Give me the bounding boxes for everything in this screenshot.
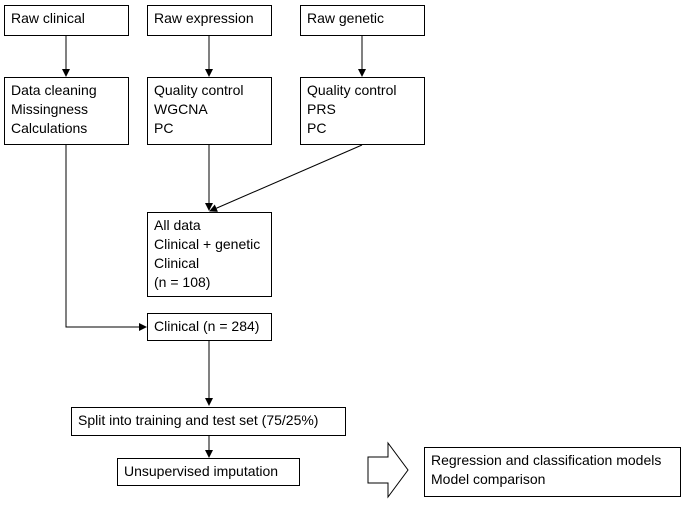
calculations-label: Calculations [11, 120, 88, 136]
wgcna-label: WGCNA [154, 101, 208, 117]
clinical-only-box: Clinical (n = 284) [147, 313, 272, 341]
missingness-label: Missingness [11, 101, 89, 117]
models-label: Regression and classification models [431, 452, 662, 468]
expression-pc-label: PC [154, 120, 174, 136]
raw-genetic-label: Raw genetic [307, 10, 385, 26]
raw-genetic-box: Raw genetic [300, 5, 425, 36]
block-arrow-to-models [367, 441, 409, 499]
raw-expression-label: Raw expression [154, 10, 254, 26]
imputation-label: Unsupervised imputation [124, 463, 279, 479]
models-box: Regression and classification models Mod… [424, 447, 681, 497]
expression-qc-label: Quality control [154, 82, 244, 98]
raw-clinical-box: Raw clinical [4, 5, 129, 36]
data-cleaning-label: Data cleaning [11, 82, 97, 98]
sample-count-label: (n = 108) [154, 274, 211, 290]
arrow-cleaning-to-clinical-only [65, 145, 147, 331]
prs-label: PRS [307, 101, 336, 117]
genetic-qc-label: Quality control [307, 82, 397, 98]
clinical-processing-box: Data cleaning Missingness Calculations [4, 77, 129, 145]
genetic-processing-box: Quality control PRS PC [300, 77, 425, 145]
clinical-label: Clinical [154, 255, 200, 271]
clinical-genetic-label: Clinical + genetic [154, 236, 261, 252]
imputation-box: Unsupervised imputation [117, 458, 300, 486]
genetic-pc-label: PC [307, 120, 327, 136]
clinical-only-label: Clinical (n = 284) [154, 318, 260, 334]
raw-clinical-label: Raw clinical [11, 10, 85, 26]
arrow-genetic-to-all-data [209, 144, 363, 212]
split-label: Split into training and test set (75/25%… [78, 412, 319, 428]
expression-processing-box: Quality control WGCNA PC [147, 77, 272, 145]
all-data-box: All data Clinical + genetic Clinical (n … [147, 212, 272, 297]
all-data-label: All data [154, 217, 201, 233]
model-comparison-label: Model comparison [431, 471, 546, 487]
raw-expression-box: Raw expression [147, 5, 272, 36]
split-box: Split into training and test set (75/25%… [71, 407, 346, 436]
